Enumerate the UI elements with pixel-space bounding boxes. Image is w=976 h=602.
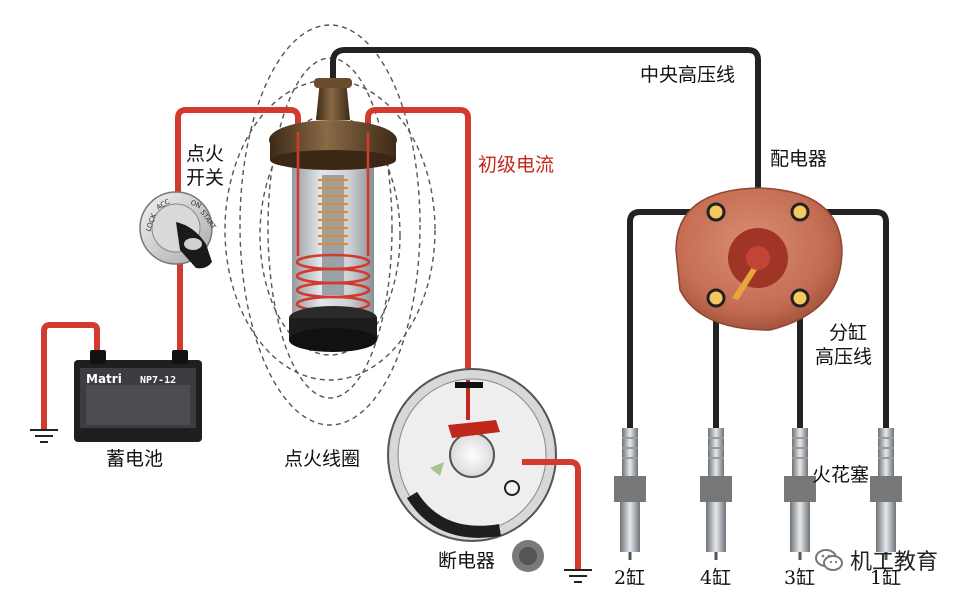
battery: Matri NP7-12 <box>74 350 202 442</box>
branch-hv-wire-label-line1: 分缸 <box>829 322 868 344</box>
battery-ground-wire <box>30 322 100 443</box>
spark-plug-2 <box>614 428 646 560</box>
battery-label: 蓄电池 <box>106 448 164 470</box>
central-hv-wire-label: 中央高压线 <box>640 64 736 86</box>
spark-plug-3 <box>784 428 816 560</box>
distributor <box>675 187 843 331</box>
cylinder-4-label: 4缸 <box>700 567 732 589</box>
primary-current-label: 初级电流 <box>478 154 555 176</box>
ignition-switch: LOCK ACC ON START <box>139 191 218 269</box>
ignition-coil <box>269 78 397 352</box>
watermark-text: 机工教育 <box>850 550 939 575</box>
branch-hv-wire-label-line2: 高压线 <box>815 346 873 368</box>
watermark: 机工教育 <box>814 544 938 576</box>
cylinder-1-label: 1缸 <box>870 567 902 589</box>
spark-plug-4 <box>700 428 732 560</box>
cylinder-2-label: 2缸 <box>614 567 646 589</box>
battery-brand-text: Matri <box>86 372 122 386</box>
breaker-ground-wire <box>522 459 592 583</box>
distributor-label: 配电器 <box>770 148 828 170</box>
ignition-switch-label-line1: 点火 <box>186 143 225 165</box>
spark-plug-label: 火花塞 <box>812 464 870 486</box>
central-hv-wire <box>330 47 761 232</box>
primary-circuit-wire <box>175 107 471 378</box>
battery-model-text: NP7-12 <box>140 375 176 386</box>
cylinder-3-label: 3缸 <box>784 567 816 589</box>
wechat-icon <box>815 549 843 571</box>
breaker-assembly <box>387 368 557 572</box>
ignition-coil-label: 点火线圈 <box>284 448 361 470</box>
spark-plug-1 <box>870 428 902 560</box>
breaker-label: 断电器 <box>438 550 496 572</box>
ignition-switch-label-line2: 开关 <box>186 167 225 189</box>
switch-on-text: ON <box>189 199 202 211</box>
